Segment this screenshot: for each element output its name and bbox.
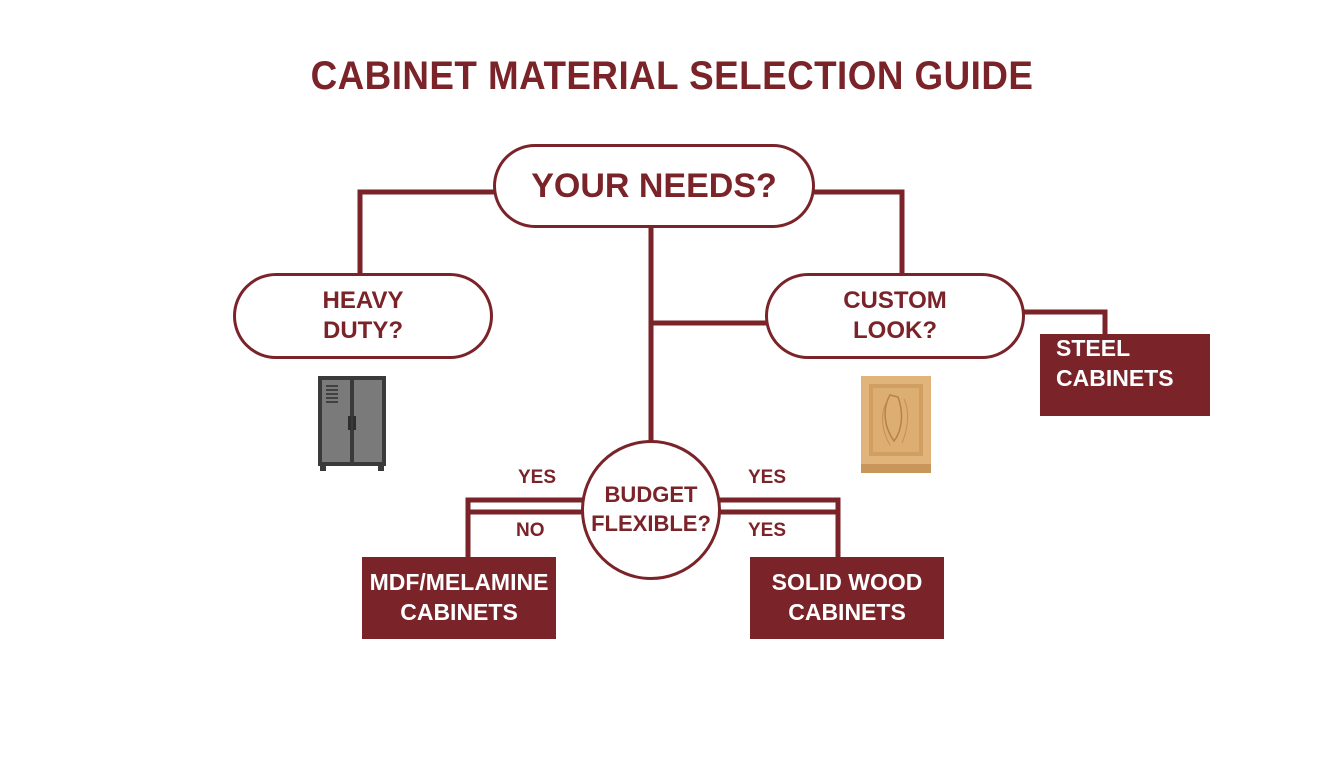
decision-custom-look-line-1: CUSTOM xyxy=(843,287,947,314)
edge-label-yes-left: YES xyxy=(518,467,557,488)
decision-heavy-duty: HEAVY DUTY? xyxy=(233,273,493,359)
result-steel-line-2: CABINETS xyxy=(1056,364,1174,391)
wood-cabinet-door-icon xyxy=(861,376,931,473)
result-steel-cabinets: STEEL CABINETS xyxy=(1040,334,1210,416)
decision-heavy-duty-line-2: DUTY? xyxy=(323,317,403,344)
edge-label-yes-right-bottom: YES xyxy=(748,520,787,541)
decision-budget-line-2: FLEXIBLE? xyxy=(591,511,711,536)
decision-your-needs: YOUR NEEDS? xyxy=(493,144,815,228)
edge-label-no-left: NO xyxy=(516,520,545,541)
decision-your-needs-label: YOUR NEEDS? xyxy=(531,166,777,205)
edge-label-yes-right-top: YES xyxy=(748,467,787,488)
result-mdf-line-2: CABINETS xyxy=(400,599,518,625)
decision-heavy-duty-line-1: HEAVY xyxy=(322,287,404,314)
connector-root-heavy-duty xyxy=(357,189,495,276)
connector-budget-yes-left xyxy=(465,497,584,560)
result-solid-wood-line-1: SOLID WOOD xyxy=(771,569,923,596)
steel-locker-icon xyxy=(318,376,386,471)
connector-budget-yes-right xyxy=(718,497,841,560)
result-mdf-line-1: MDF/MELAMINE xyxy=(369,569,549,596)
result-solid-wood-line-2: CABINETS xyxy=(788,599,906,625)
decision-budget-flexible: BUDGET FLEXIBLE? xyxy=(581,440,721,580)
decision-budget-line-1: BUDGET xyxy=(604,482,698,508)
result-steel-line-1: STEEL xyxy=(1056,335,1131,361)
connector-custom-look-steel xyxy=(1022,309,1108,336)
decision-custom-look: CUSTOM LOOK? xyxy=(765,273,1025,359)
page-title: CABINET MATERIAL SELECTION GUIDE xyxy=(310,54,1034,98)
connector-root-custom-look xyxy=(812,189,905,276)
result-solid-wood-cabinets: SOLID WOOD CABINETS xyxy=(750,557,944,639)
result-mdf-melamine-cabinets: MDF/MELAMINE CABINETS xyxy=(362,557,556,639)
decision-custom-look-line-2: LOOK? xyxy=(853,317,937,344)
